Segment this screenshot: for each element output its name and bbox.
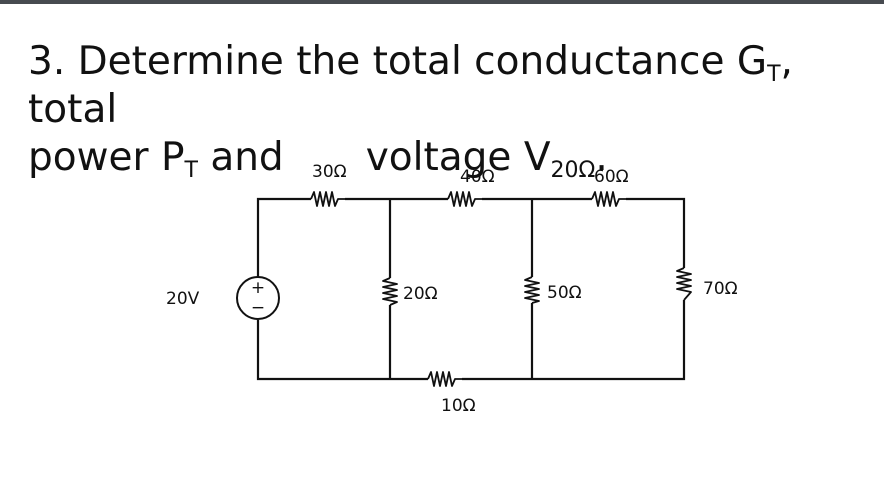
resistor-20-symbol <box>382 277 398 306</box>
resistor-20-label: 20Ω <box>403 284 438 304</box>
resistor-70-label: 70Ω <box>703 279 738 299</box>
resistor-10-symbol <box>427 371 462 387</box>
source-plus-sign: + <box>251 278 265 298</box>
resistor-50-symbol <box>524 276 540 304</box>
branch-wires <box>388 199 534 379</box>
bottom-wire <box>256 300 686 381</box>
resistor-10-label: 10Ω <box>441 396 476 416</box>
voltage-source: + − <box>236 276 280 320</box>
resistor-40-symbol <box>447 191 482 207</box>
top-wire <box>256 197 686 277</box>
source-minus-sign: − <box>251 298 265 318</box>
resistor-70-symbol <box>676 267 692 301</box>
resistor-60-label: 60Ω <box>594 167 629 187</box>
problem-statement: 3. Determine the total conductance GT, t… <box>28 38 884 182</box>
problem-line-1: 3. Determine the total conductance GT, t… <box>28 39 793 132</box>
source-voltage-label: 20V <box>166 289 200 309</box>
resistor-60-symbol <box>591 191 626 207</box>
resistor-30-label: 30Ω <box>312 162 347 182</box>
resistor-50-label: 50Ω <box>547 283 582 303</box>
resistor-40-label: 40Ω <box>460 167 495 187</box>
window-top-border <box>0 0 884 4</box>
resistor-30-symbol <box>310 191 345 207</box>
